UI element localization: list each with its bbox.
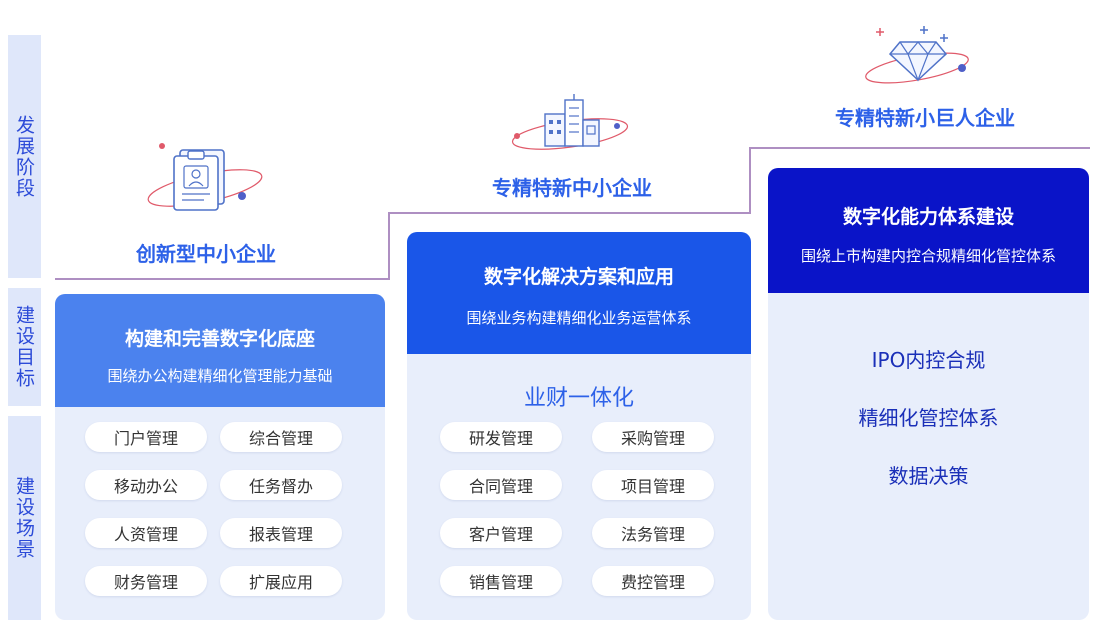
column-2-header: 数字化解决方案和应用 围绕业务构建精细化业务运营体系 — [407, 232, 751, 354]
goal-item: 数据决策 — [888, 464, 969, 488]
goal-item: IPO内控合规 — [871, 348, 986, 372]
column-innovative: 构建和完善数字化底座 围绕办公构建精细化管理能力基础 门户管理 综合管理 移动办… — [55, 294, 385, 620]
city-buildings-icon — [505, 92, 635, 166]
side-label-goal: 建设目标 — [8, 288, 41, 406]
scene-item[interactable]: 项目管理 — [592, 470, 714, 500]
scene-item[interactable]: 综合管理 — [220, 422, 342, 452]
column-2-title: 数字化解决方案和应用 — [483, 266, 674, 288]
section-label: 业财一体化 — [523, 386, 634, 411]
scene-item[interactable]: 门户管理 — [85, 422, 207, 452]
scene-item[interactable]: 费控管理 — [592, 566, 714, 596]
side-label-scene-text: 建设场景 — [13, 476, 35, 560]
column-giant: 数字化能力体系建设 围绕上市构建内控合规精细化管控体系 IPO内控合规 精细化管… — [768, 168, 1089, 620]
side-label-stage: 发展阶段 — [8, 35, 41, 278]
scene-item[interactable]: 报表管理 — [220, 518, 342, 548]
column-specialized: 数字化解决方案和应用 围绕业务构建精细化业务运营体系 业财一体化 研发管理 采购… — [407, 232, 751, 620]
column-3-header: 数字化能力体系建设 围绕上市构建内控合规精细化管控体系 — [768, 168, 1089, 293]
clipboard-profile-icon — [140, 138, 270, 222]
scene-item[interactable]: 任务督办 — [220, 470, 342, 500]
stage-title-2: 专精特新中小企业 — [492, 176, 652, 200]
scene-item[interactable]: 合同管理 — [440, 470, 562, 500]
scene-item[interactable]: 法务管理 — [592, 518, 714, 548]
side-label-goal-text: 建设目标 — [13, 305, 35, 389]
stage-title-1: 创新型中小企业 — [136, 242, 276, 266]
column-2-subtitle: 围绕业务构建精细化业务运营体系 — [466, 309, 692, 327]
scene-item[interactable]: 客户管理 — [440, 518, 562, 548]
column-3-title: 数字化能力体系建设 — [842, 206, 1014, 228]
side-label-scene: 建设场景 — [8, 416, 41, 620]
scene-item[interactable]: 研发管理 — [440, 422, 562, 452]
scene-item[interactable]: 销售管理 — [440, 566, 562, 596]
column-1-title: 构建和完善数字化底座 — [124, 328, 315, 350]
diamond-icon — [862, 20, 982, 94]
column-1-header: 构建和完善数字化底座 围绕办公构建精细化管理能力基础 — [55, 294, 385, 407]
scene-item[interactable]: 人资管理 — [85, 518, 207, 548]
side-label-stage-text: 发展阶段 — [13, 114, 35, 199]
scene-item[interactable]: 采购管理 — [592, 422, 714, 452]
scene-item[interactable]: 财务管理 — [85, 566, 207, 596]
goal-item: 精细化管控体系 — [858, 406, 999, 430]
column-1-subtitle: 围绕办公构建精细化管理能力基础 — [107, 367, 333, 385]
scene-item[interactable]: 移动办公 — [85, 470, 207, 500]
scene-item[interactable]: 扩展应用 — [220, 566, 342, 596]
stage-title-3: 专精特新小巨人企业 — [835, 106, 1015, 130]
column-3-subtitle: 围绕上市构建内控合规精细化管控体系 — [800, 247, 1056, 265]
